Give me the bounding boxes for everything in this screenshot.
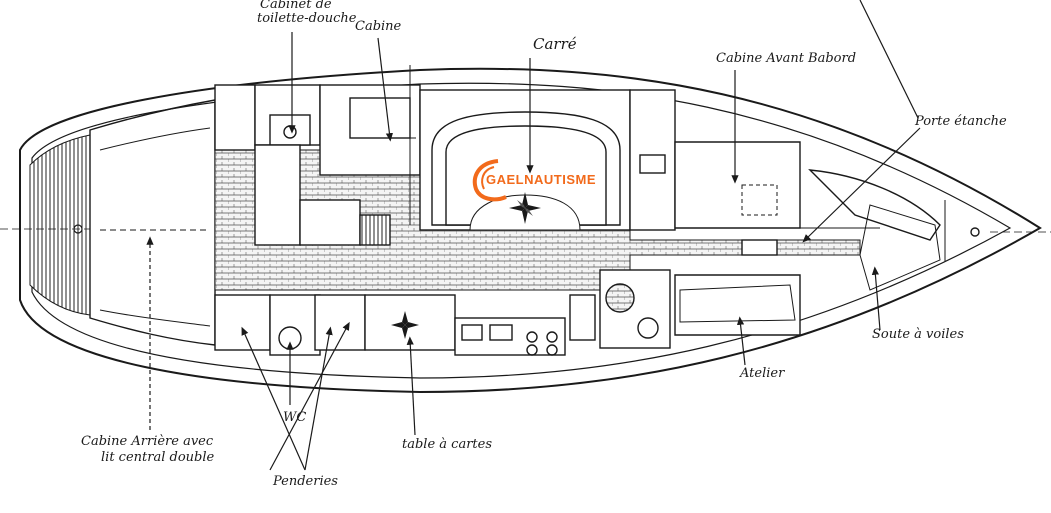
label-cabine-avant: Cabine Avant Babord bbox=[716, 51, 857, 66]
leader-penderie-2 bbox=[304, 326, 333, 471]
label-carre: Carré bbox=[533, 35, 577, 53]
sail-locker bbox=[808, 169, 1051, 291]
stern-grating bbox=[29, 134, 91, 316]
label-porte-etanche: Porte étanche bbox=[915, 114, 1007, 129]
leader-soute bbox=[871, 266, 881, 331]
gaelnautisme-logo: GAELNAUTISME bbox=[470, 155, 600, 205]
label-cabine: Cabine bbox=[355, 19, 402, 34]
chart-table-compass bbox=[391, 311, 419, 339]
label-atelier: Atelier bbox=[740, 366, 785, 381]
label-cabinet-line1: Cabinet de bbox=[260, 0, 332, 12]
label-cabinet-line2: toilette-douche bbox=[257, 11, 357, 26]
compass-rose bbox=[509, 192, 541, 224]
forward-heads-block bbox=[214, 65, 421, 246]
leader-cabine bbox=[377, 37, 394, 142]
label-cabine-arriere-line1: Cabine Arrière avec bbox=[81, 434, 214, 449]
leader-table bbox=[406, 336, 416, 436]
label-soute-voiles: Soute à voiles bbox=[872, 327, 964, 342]
leader-porte-etanche-top bbox=[859, 0, 919, 119]
leader-penderie-3 bbox=[269, 321, 350, 471]
leader-porte-etanche bbox=[802, 127, 921, 243]
leader-atelier bbox=[736, 316, 746, 366]
logo-text: GAELNAUTISME bbox=[486, 172, 596, 187]
forward-cabin bbox=[629, 89, 880, 256]
label-penderies: Penderies bbox=[273, 474, 338, 489]
label-wc: WC bbox=[283, 410, 307, 425]
leader-penderie-1 bbox=[241, 326, 306, 471]
label-table-cartes: table à cartes bbox=[402, 437, 492, 452]
logo-swoosh-icon bbox=[472, 159, 507, 202]
label-cabine-arriere-line2: lit central double bbox=[101, 450, 215, 465]
lower-compartments bbox=[214, 269, 801, 356]
